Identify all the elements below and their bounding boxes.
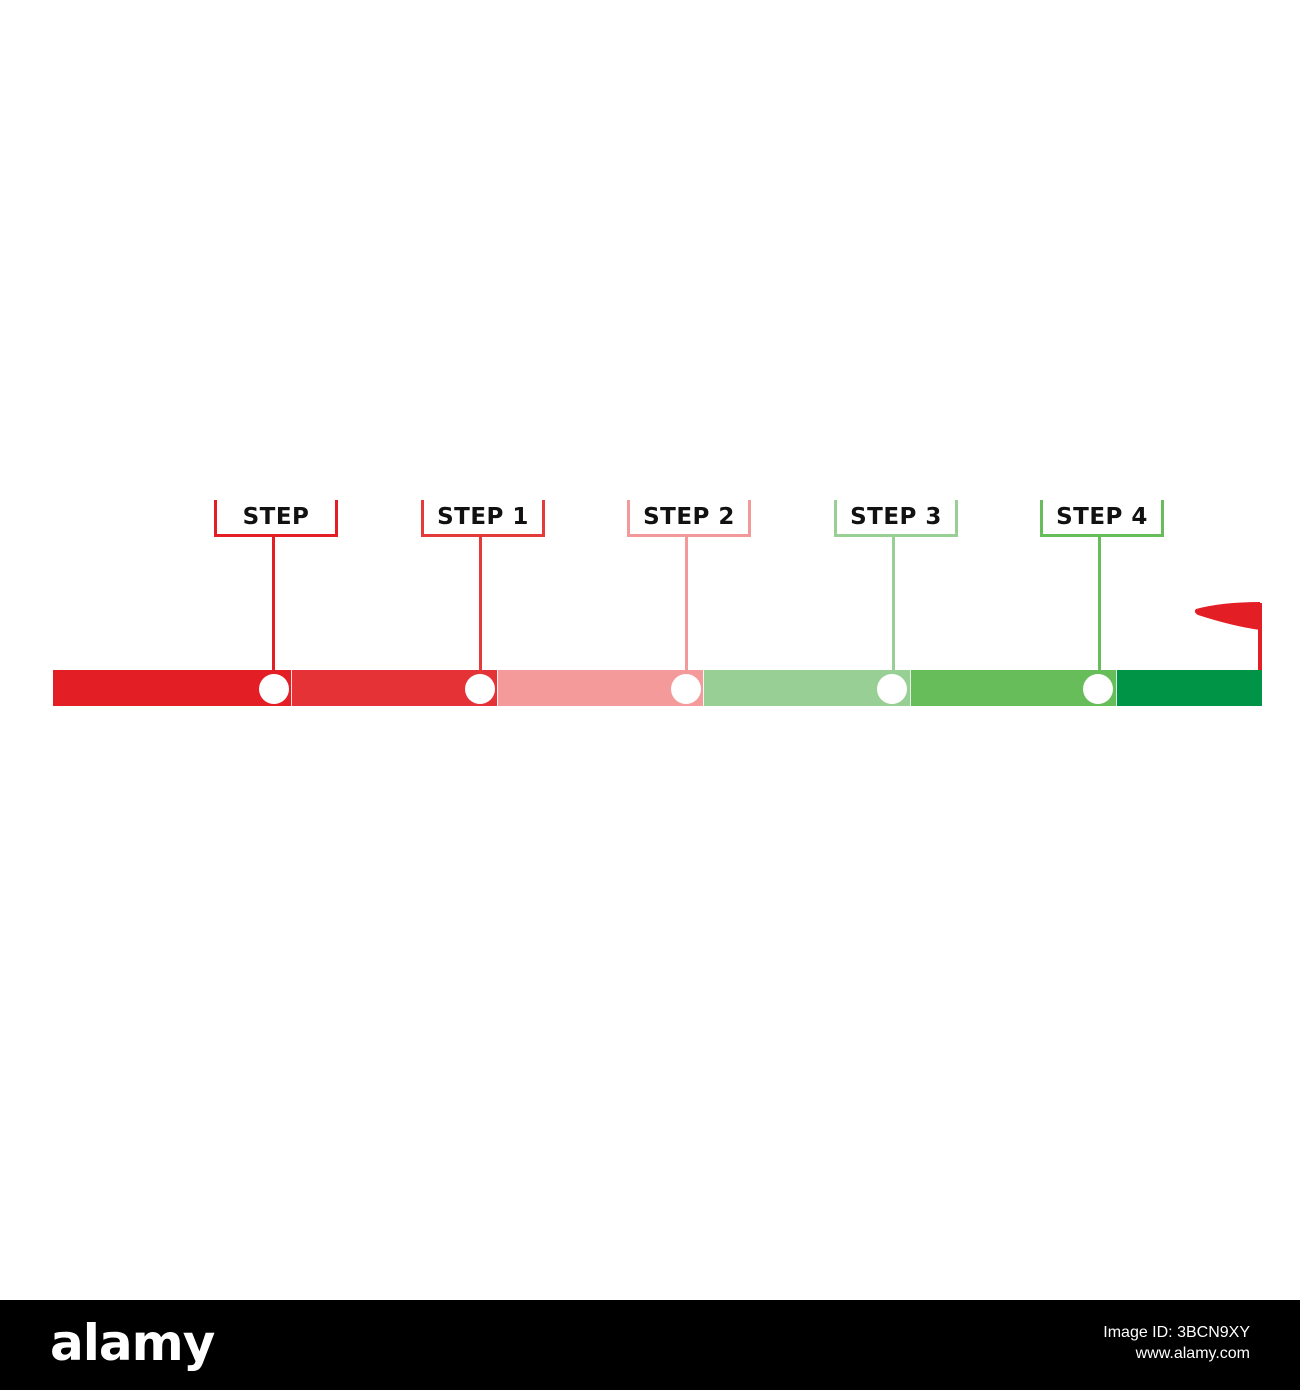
timeline-segment-6 xyxy=(1116,670,1262,706)
image-url-line: www.alamy.com xyxy=(1135,1345,1250,1362)
step-label-box-2: STEP 2 xyxy=(627,500,751,537)
segment-divider xyxy=(1116,670,1117,706)
flag-pole xyxy=(1258,603,1262,670)
watermark-footer xyxy=(0,1300,1300,1390)
image-id-line: Image ID: 3BCN9XY xyxy=(1103,1324,1250,1341)
segment-divider xyxy=(910,670,911,706)
step-node-4 xyxy=(1083,674,1113,704)
flag-icon xyxy=(1194,602,1260,630)
step-label-box-1: STEP 1 xyxy=(421,500,545,537)
step-node-1 xyxy=(465,674,495,704)
step-label-2: STEP 2 xyxy=(643,504,735,530)
step-stem-3 xyxy=(892,537,895,675)
step-label-4: STEP 4 xyxy=(1056,504,1148,530)
segment-divider xyxy=(703,670,704,706)
timeline-segment-3 xyxy=(497,670,703,706)
segment-divider xyxy=(497,670,498,706)
timeline-segment-1 xyxy=(53,670,291,706)
image-id-text: Image ID: 3BCN9XY www.alamy.com xyxy=(1103,1322,1250,1364)
timeline-segment-5 xyxy=(910,670,1116,706)
brand-logo: alamy xyxy=(50,1314,215,1372)
diagram-canvas: STEP STEP 1 STEP 2 STEP 3 STEP 4 xyxy=(53,500,1262,706)
step-label-box-4: STEP 4 xyxy=(1040,500,1164,537)
step-label-box-3: STEP 3 xyxy=(834,500,958,537)
step-label-1: STEP 1 xyxy=(437,504,529,530)
step-stem-4 xyxy=(1098,537,1101,675)
step-node-0 xyxy=(259,674,289,704)
step-stem-0 xyxy=(272,537,275,675)
step-label-0: STEP xyxy=(242,504,310,530)
timeline-segment-4 xyxy=(703,670,910,706)
step-node-3 xyxy=(877,674,907,704)
step-label-3: STEP 3 xyxy=(850,504,942,530)
step-stem-1 xyxy=(479,537,482,675)
step-node-2 xyxy=(671,674,701,704)
timeline-segment-2 xyxy=(291,670,497,706)
step-label-box-0: STEP xyxy=(214,500,338,537)
segment-divider xyxy=(291,670,292,706)
step-stem-2 xyxy=(685,537,688,675)
